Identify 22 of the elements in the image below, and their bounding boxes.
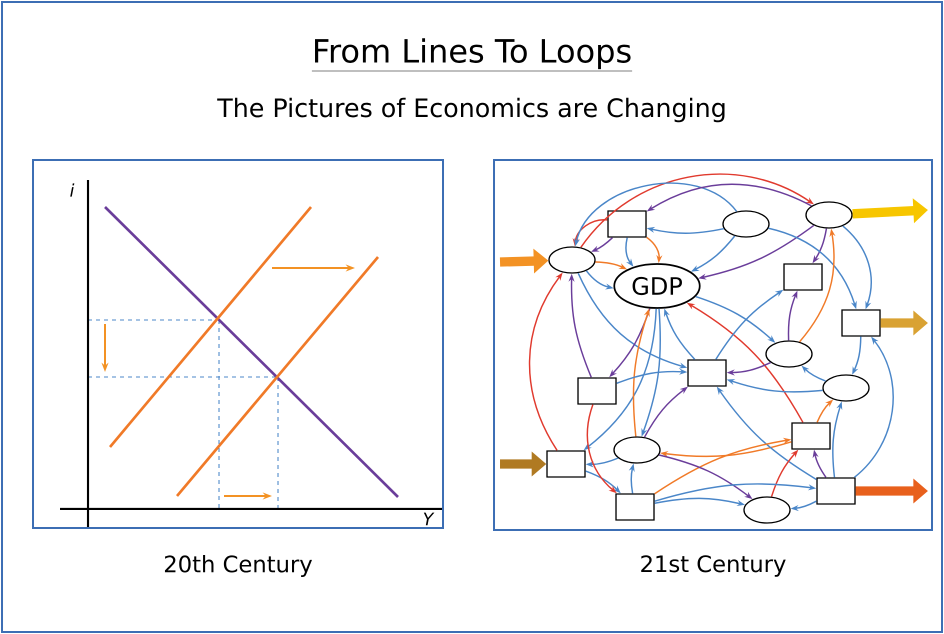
subtitle: The Pictures of Economics are Changing — [217, 98, 724, 122]
box — [687, 359, 727, 387]
box — [783, 263, 823, 291]
box — [546, 450, 586, 478]
ellipse — [548, 246, 596, 274]
ellipse — [822, 374, 870, 402]
title: From Lines To Loops — [312, 38, 632, 72]
axis-label: i — [70, 183, 74, 197]
box — [607, 210, 647, 238]
box — [841, 309, 881, 337]
ellipse — [722, 210, 770, 238]
box — [615, 493, 655, 521]
ellipse — [743, 496, 791, 524]
ellipse — [805, 201, 853, 229]
box — [791, 422, 831, 450]
box — [816, 477, 856, 505]
node-label: 20th Century — [164, 555, 312, 577]
box — [577, 377, 617, 405]
axis-label: Y — [424, 512, 434, 526]
node-label: 21st Century — [641, 555, 786, 577]
ellipse — [613, 436, 661, 464]
ellipse — [765, 340, 813, 368]
